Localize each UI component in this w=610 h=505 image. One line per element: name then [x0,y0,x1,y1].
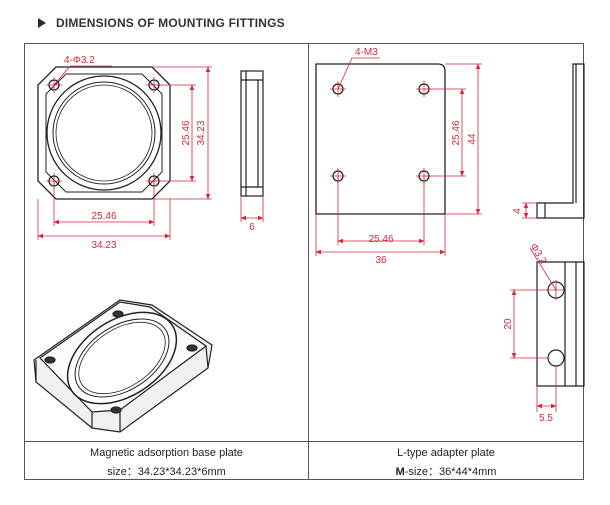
section-title: DIMENSIONS OF MOUNTING FITTINGS [56,16,285,30]
base-plate-caption-name: Magnetic adsorption base plate [90,447,243,459]
l-plate-caption-name: L-type adapter plate [397,447,495,459]
base-plate-dimensions [37,65,212,240]
base-inner-width: 25.46 [91,211,116,222]
caption-divider [24,441,584,442]
base-plate-side-view [240,70,264,197]
column-divider [308,43,309,480]
size-rest: -size：36*44*4mm [404,466,497,478]
l-outer-width: 36 [375,255,387,266]
size-prefix: M [395,466,405,478]
l-plate-front-view [315,63,446,215]
l-holes-label: 4-M3 [355,47,378,58]
l-plate-detail-view [536,261,585,387]
l-hole-dia: Φ3.2 [527,242,548,267]
l-edge-offset: 5.5 [539,413,553,424]
l-plate-side-view [536,63,585,219]
l-inner-height: 25.46 [451,120,462,145]
section-heading: DIMENSIONS OF MOUNTING FITTINGS [38,13,285,33]
base-plate-front-view [37,66,171,200]
base-plate-isometric [33,299,213,433]
l-thickness: 4 [512,208,523,214]
play-triangle-icon [38,18,46,28]
base-outer-width: 34.23 [91,240,116,251]
l-plate-dimensions [315,57,482,256]
base-outer-height: 34.23 [196,120,207,145]
l-outer-height: 44 [467,133,478,145]
base-holes-label: 4-Φ3.2 [64,55,95,66]
base-plate-caption-size: size：34.23*34.23*6mm [107,466,226,478]
base-thickness: 6 [249,222,255,233]
l-inner-width: 25.46 [368,234,393,245]
l-plate-caption-size: M-size：36*44*4mm [309,463,583,479]
base-inner-height: 25.46 [181,120,192,145]
l-hole-spacing: 20 [503,318,514,330]
